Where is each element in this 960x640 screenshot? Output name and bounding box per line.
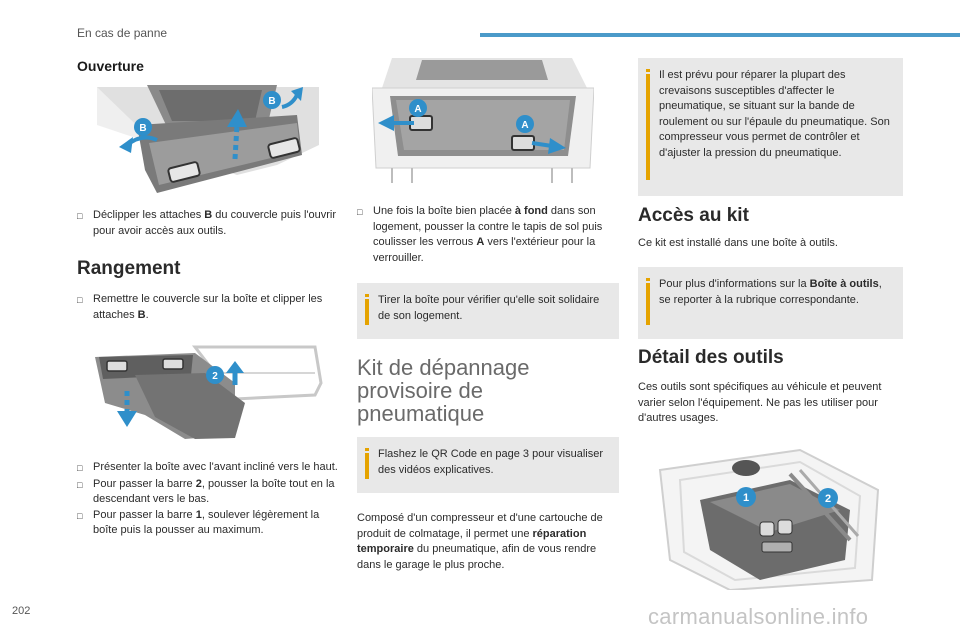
ouverture-bullets: □ Déclipper les attaches B du couvercle …: [77, 208, 339, 239]
callout-a-left: A: [414, 104, 421, 115]
bullet-icon: □: [77, 479, 83, 490]
tools-illustration: 1 2: [650, 440, 890, 590]
kit-description: Composé d'un compresseur et d'une cartou…: [357, 512, 603, 571]
bullet-icon: □: [357, 207, 363, 217]
header-accent-bar: [480, 33, 960, 37]
note-box-check: Tirer la boîte pour vérifier qu'elle soi…: [357, 283, 619, 339]
rangement-steps: □ Présenter la boîte avec l'avant inclin…: [77, 460, 339, 539]
detail-title: Détail des outils: [638, 347, 784, 368]
bullet-item: □ Présenter la boîte avec l'avant inclin…: [77, 460, 339, 477]
info-icon: [646, 277, 659, 325]
bullet-item: □ Pour passer la barre 2, pousser la boî…: [77, 477, 339, 508]
locking-illustration: A A: [372, 58, 594, 186]
note-box-usage: Il est prévu pour réparer la plupart des…: [638, 58, 903, 196]
info-icon: [646, 68, 659, 180]
bullet-item: □ Pour passer la barre 1, soulever légèr…: [77, 508, 339, 539]
bullet-icon: □: [77, 295, 83, 305]
callout-2-tools: 2: [825, 493, 831, 505]
note-box-toolbox: Pour plus d'informations sur la Boîte à …: [638, 267, 903, 339]
bullet-item: □ Déclipper les attaches B du couvercle …: [77, 208, 339, 239]
ouverture-illustration: B B: [97, 85, 319, 195]
note-box-qr: Flashez le QR Code en page 3 pour visual…: [357, 437, 619, 493]
bullet-icon: □: [77, 463, 83, 473]
detail-text: Ces outils sont spécifiques au véhicule …: [638, 381, 882, 424]
callout-a-right: A: [521, 120, 528, 131]
callout-1: 1: [743, 492, 749, 504]
kit-title: Kit de dépannage provisoire de pneumatiq…: [357, 355, 530, 426]
bullet-icon: □: [77, 211, 83, 221]
info-icon: [365, 447, 378, 479]
callout-b-left: B: [139, 123, 146, 134]
info-icon: [365, 293, 378, 325]
rangement-bullets: □ Remettre le couvercle sur la boîte et …: [77, 292, 339, 323]
watermark: carmanualsonline.info: [648, 604, 869, 629]
ouverture-title: Ouverture: [77, 58, 144, 74]
bullet-item: □ Une fois la boîte bien placée à fond d…: [357, 204, 619, 266]
rangement-illustration: 2: [85, 343, 325, 443]
bullet-icon: □: [77, 510, 83, 521]
rangement-title: Rangement: [77, 258, 181, 279]
callout-2: 2: [212, 371, 218, 382]
bullet-item: □ Remettre le couvercle sur la boîte et …: [77, 292, 339, 323]
locking-bullets: □ Une fois la boîte bien placée à fond d…: [357, 204, 619, 266]
acces-text: Ce kit est installé dans une boîte à out…: [638, 237, 838, 249]
section-header: En cas de panne: [77, 26, 168, 40]
page-number: 202: [12, 605, 31, 617]
acces-title: Accès au kit: [638, 205, 749, 226]
callout-b-right: B: [268, 96, 275, 107]
